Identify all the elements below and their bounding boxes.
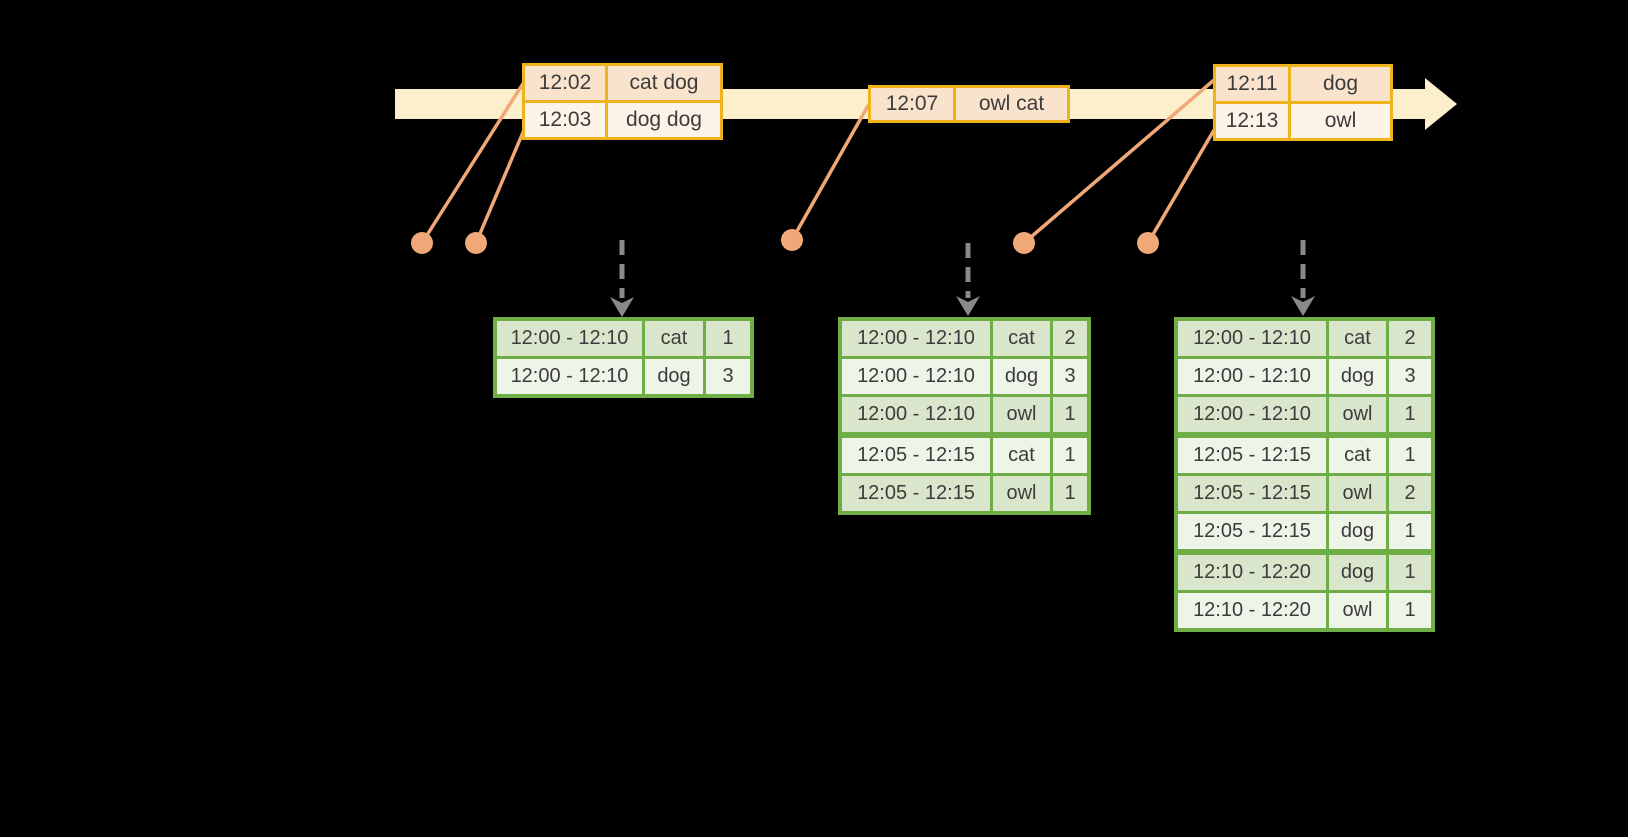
event-row: 12:03 dog dog xyxy=(525,103,720,137)
result-count: 1 xyxy=(1389,397,1431,432)
timeline-arrowhead-icon xyxy=(1425,78,1457,130)
result-window: 12:05 - 12:15 xyxy=(1178,476,1326,511)
result-count: 2 xyxy=(1389,321,1431,356)
result-word: cat xyxy=(1329,321,1386,356)
result-word: dog xyxy=(1329,359,1386,394)
result-count: 1 xyxy=(706,321,750,356)
result-count: 1 xyxy=(1053,438,1087,473)
event-table-3: 12:11 dog 12:13 owl xyxy=(1213,64,1393,141)
result-window: 12:00 - 12:10 xyxy=(842,397,990,432)
event-time: 12:03 xyxy=(525,103,605,137)
result-word: owl xyxy=(1329,593,1386,628)
result-word: cat xyxy=(645,321,703,356)
result-word: dog xyxy=(993,359,1050,394)
result-window: 12:00 - 12:10 xyxy=(842,359,990,394)
result-count: 1 xyxy=(1389,555,1431,590)
result-window: 12:00 - 12:10 xyxy=(1178,321,1326,356)
result-row: 12:00 - 12:10 dog 3 xyxy=(1178,359,1431,394)
result-row: 12:00 - 12:10 dog 3 xyxy=(497,359,750,394)
result-row: 12:00 - 12:10 owl 1 xyxy=(1178,397,1431,432)
event-table-2: 12:07 owl cat xyxy=(868,85,1070,123)
result-row: 12:00 - 12:10 owl 1 xyxy=(842,397,1087,432)
event-connector-line xyxy=(790,103,871,241)
result-word: owl xyxy=(1329,397,1386,432)
trigger-arrowheads xyxy=(610,296,1315,317)
result-window: 12:00 - 12:10 xyxy=(497,321,642,356)
event-row: 12:13 owl xyxy=(1216,104,1390,138)
result-window: 12:05 - 12:15 xyxy=(842,438,990,473)
result-row: 12:00 - 12:10 cat 2 xyxy=(842,321,1087,356)
result-row: 12:05 - 12:15 dog 1 xyxy=(1178,514,1431,549)
result-count: 1 xyxy=(1389,514,1431,549)
event-connector-lines xyxy=(420,78,1216,245)
result-window: 12:00 - 12:10 xyxy=(842,321,990,356)
result-row: 12:05 - 12:15 cat 1 xyxy=(1178,438,1431,473)
trigger-arrows xyxy=(619,240,1306,298)
event-words: cat dog xyxy=(608,66,720,100)
result-window: 12:05 - 12:15 xyxy=(1178,514,1326,549)
result-table-1: 12:00 - 12:10 cat 1 12:00 - 12:10 dog 3 xyxy=(493,317,754,398)
event-connector-line xyxy=(1022,78,1216,245)
result-count: 1 xyxy=(1053,397,1087,432)
result-window: 12:00 - 12:10 xyxy=(497,359,642,394)
arrow-down-icon xyxy=(956,296,980,316)
result-row: 12:05 - 12:15 owl 1 xyxy=(842,476,1087,511)
event-words: owl xyxy=(1291,104,1390,138)
event-dot xyxy=(465,232,487,254)
result-word: cat xyxy=(1329,438,1386,473)
event-dot xyxy=(1137,232,1159,254)
event-dot xyxy=(411,232,433,254)
result-count: 2 xyxy=(1389,476,1431,511)
event-row: 12:11 dog xyxy=(1216,67,1390,101)
result-word: dog xyxy=(1329,555,1386,590)
result-word: owl xyxy=(993,397,1050,432)
result-word: dog xyxy=(645,359,703,394)
result-count: 1 xyxy=(1389,593,1431,628)
result-table-3: 12:00 - 12:10 cat 2 12:00 - 12:10 dog 3 … xyxy=(1174,317,1435,632)
event-time: 12:02 xyxy=(525,66,605,100)
result-word: cat xyxy=(993,321,1050,356)
result-word: owl xyxy=(993,476,1050,511)
result-window: 12:05 - 12:15 xyxy=(1178,438,1326,473)
event-words: owl cat xyxy=(956,88,1067,120)
result-count: 3 xyxy=(1389,359,1431,394)
result-count: 1 xyxy=(1389,438,1431,473)
event-connector-line xyxy=(420,81,526,244)
result-window: 12:05 - 12:15 xyxy=(842,476,990,511)
result-row: 12:10 - 12:20 dog 1 xyxy=(1178,555,1431,590)
result-count: 3 xyxy=(1053,359,1087,394)
event-words: dog dog xyxy=(608,103,720,137)
result-row: 12:00 - 12:10 dog 3 xyxy=(842,359,1087,394)
result-row: 12:10 - 12:20 owl 1 xyxy=(1178,593,1431,628)
result-count: 3 xyxy=(706,359,750,394)
event-dot xyxy=(781,229,803,251)
event-time: 12:11 xyxy=(1216,67,1288,101)
event-time: 12:07 xyxy=(871,88,953,120)
result-count: 1 xyxy=(1053,476,1087,511)
result-window: 12:00 - 12:10 xyxy=(1178,397,1326,432)
event-row: 12:02 cat dog xyxy=(525,66,720,100)
event-connector-line xyxy=(474,129,526,244)
event-connector-line xyxy=(1146,129,1216,244)
event-dots xyxy=(411,229,1159,254)
result-table-2: 12:00 - 12:10 cat 2 12:00 - 12:10 dog 3 … xyxy=(838,317,1091,515)
result-window: 12:10 - 12:20 xyxy=(1178,593,1326,628)
result-word: dog xyxy=(1329,514,1386,549)
result-count: 2 xyxy=(1053,321,1087,356)
result-word: owl xyxy=(1329,476,1386,511)
result-window: 12:10 - 12:20 xyxy=(1178,555,1326,590)
result-row: 12:05 - 12:15 cat 1 xyxy=(842,438,1087,473)
result-word: cat xyxy=(993,438,1050,473)
event-time: 12:13 xyxy=(1216,104,1288,138)
result-row: 12:00 - 12:10 cat 2 xyxy=(1178,321,1431,356)
event-words: dog xyxy=(1291,67,1390,101)
result-row: 12:00 - 12:10 cat 1 xyxy=(497,321,750,356)
arrow-down-icon xyxy=(610,297,634,317)
event-row: 12:07 owl cat xyxy=(871,88,1067,120)
event-dot xyxy=(1013,232,1035,254)
result-row: 12:05 - 12:15 owl 2 xyxy=(1178,476,1431,511)
arrow-down-icon xyxy=(1291,296,1315,316)
result-window: 12:00 - 12:10 xyxy=(1178,359,1326,394)
event-table-1: 12:02 cat dog 12:03 dog dog xyxy=(522,63,723,140)
